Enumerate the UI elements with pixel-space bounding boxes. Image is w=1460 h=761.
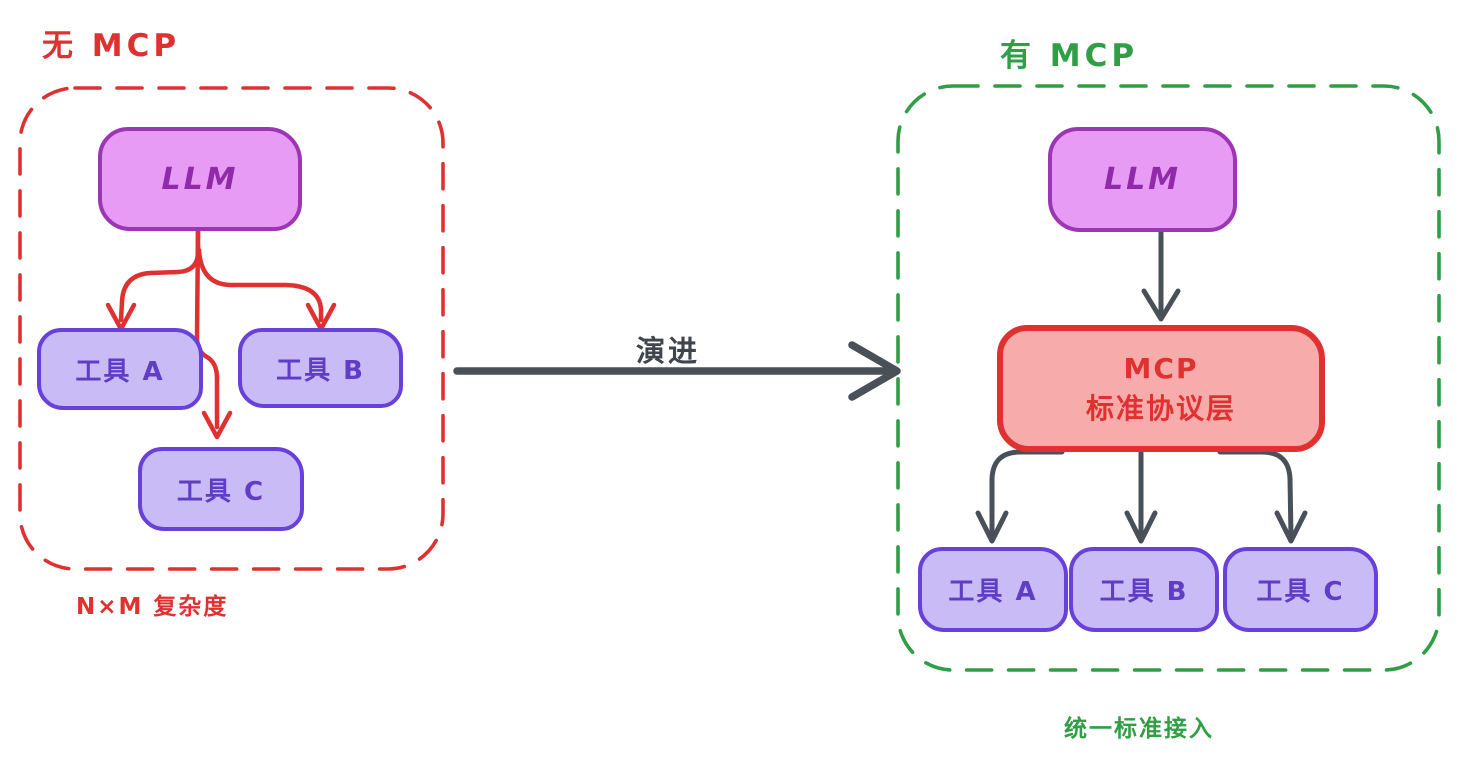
mcp-to-tool-c-arrow — [1217, 449, 1294, 539]
mcp-label-line2: 标准协议层 — [1085, 391, 1236, 425]
llm-box-left: LLM — [98, 127, 302, 231]
without-mcp-caption: N×M 复杂度 — [76, 594, 229, 620]
tool-b-label-left: 工具 B — [276, 355, 365, 386]
mcp-to-tool-c-arrowhead — [1274, 510, 1308, 544]
llm-to-tool-b-arrow-left — [196, 247, 324, 323]
llm-to-mcp-arrowhead — [1141, 288, 1181, 322]
llm-to-tool-c-arrowhead-left — [201, 410, 233, 440]
without-mcp-title: 无 MCP — [42, 28, 181, 64]
mcp-label-line1: MCP — [1123, 352, 1199, 386]
tool-a-box-left: 工具 A — [37, 328, 203, 410]
tool-c-label-right: 工具 C — [1256, 577, 1345, 607]
mcp-protocol-box: MCP 标准协议层 — [997, 325, 1325, 452]
evolution-arrowhead — [848, 341, 901, 401]
mcp-to-tool-b-arrowhead — [1124, 510, 1158, 544]
tool-c-box-right: 工具 C — [1223, 547, 1378, 632]
tool-a-label-left: 工具 A — [75, 356, 165, 387]
with-mcp-caption: 统一标准接入 — [1064, 716, 1214, 742]
tool-c-label-left: 工具 C — [176, 476, 266, 507]
llm-label-right: LLM — [1103, 162, 1182, 197]
mcp-to-tool-a-arrow — [989, 449, 1065, 539]
tool-b-box-left: 工具 B — [238, 328, 403, 408]
tool-b-label-right: 工具 B — [1099, 577, 1189, 607]
with-mcp-container — [896, 84, 1441, 672]
with-mcp-title: 有 MCP — [1000, 38, 1139, 74]
without-mcp-container — [18, 86, 445, 571]
mcp-to-tool-a-arrowhead — [975, 510, 1009, 544]
tool-a-label-right: 工具 A — [948, 577, 1038, 607]
tool-a-box-right: 工具 A — [918, 547, 1068, 632]
tool-c-box-left: 工具 C — [138, 447, 304, 531]
evolution-label: 演进 — [635, 334, 700, 368]
llm-box-right: LLM — [1048, 127, 1237, 232]
tool-b-box-right: 工具 B — [1069, 547, 1219, 632]
llm-label-left: LLM — [161, 161, 239, 197]
